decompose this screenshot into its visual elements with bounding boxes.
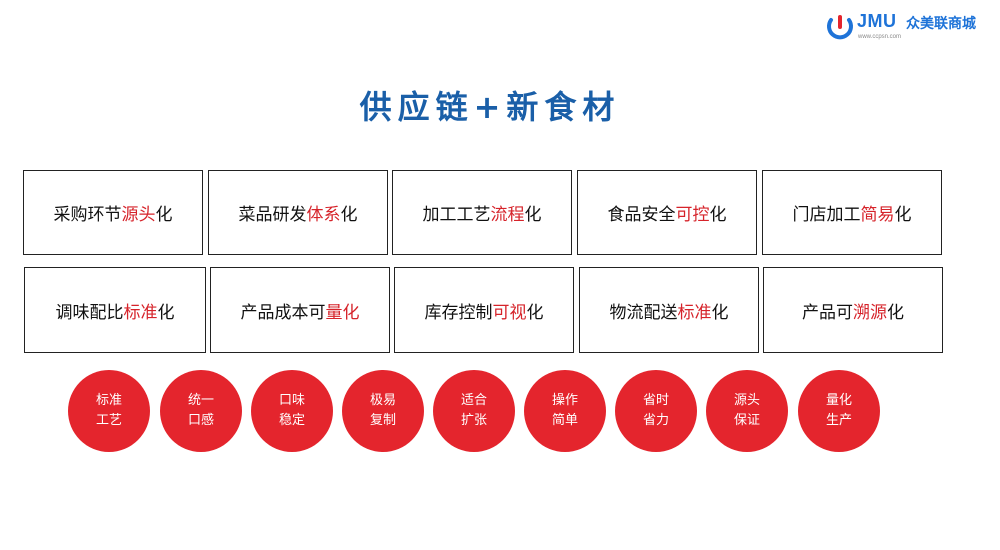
benefit-circle-8: 源头 保证 (706, 370, 788, 452)
box-text: 菜品研发 (238, 205, 307, 225)
brand-logo: JMU 众美联商城 www.ccpsn.com (826, 10, 992, 46)
feature-box-r1-c1: 采购环节源头化 (23, 170, 203, 255)
circle-line2: 口感 (187, 413, 214, 428)
box-text: 食品安全 (607, 205, 676, 225)
feature-box-r2-c5: 产品可溯源化 (763, 267, 943, 353)
box-highlight: 标准 (677, 302, 712, 323)
box-text: 门店加工 (792, 205, 861, 225)
box-highlight: 简易 (860, 205, 895, 225)
box-highlight: 标准 (123, 302, 158, 323)
circle-line2: 工艺 (95, 413, 122, 428)
circle-line1: 极易 (369, 393, 396, 408)
benefit-circle-7: 省时 省力 (615, 370, 697, 452)
box-suffix: 化 (157, 302, 175, 323)
feature-box-r1-c2: 菜品研发体系化 (208, 170, 388, 255)
circle-line1: 口味 (278, 393, 305, 408)
benefit-circle-1: 标准 工艺 (68, 370, 150, 452)
box-suffix: 化 (526, 302, 544, 323)
box-highlight: 量化 (325, 302, 360, 323)
circle-line1: 统一 (187, 393, 214, 408)
page-title: 供应链+新食材 (359, 88, 621, 126)
circle-line2: 简单 (551, 413, 578, 428)
circle-line1: 源头 (733, 393, 760, 408)
circle-line2: 省力 (642, 413, 669, 428)
feature-box-r2-c4: 物流配送标准化 (579, 267, 759, 353)
box-suffix: 化 (709, 205, 727, 225)
box-suffix: 化 (711, 302, 729, 323)
box-highlight: 溯源 (853, 302, 887, 323)
benefit-circle-4: 极易 复制 (342, 370, 424, 452)
box-text: 库存控制 (424, 302, 493, 323)
benefit-circle-6: 操作 简单 (524, 370, 606, 452)
feature-box-r2-c2: 产品成本可量化 (210, 267, 390, 353)
box-suffix: 化 (155, 205, 173, 225)
feature-box-r2-c1: 调味配比标准化 (24, 267, 206, 353)
logo-brand-text: JMU (857, 11, 897, 31)
circle-line1: 标准 (95, 393, 122, 408)
box-highlight: 可视 (492, 302, 527, 323)
box-text: 物流配送 (609, 302, 678, 323)
box-highlight: 可控 (675, 205, 710, 225)
jmu-logo-icon (827, 15, 853, 40)
circle-line2: 保证 (733, 413, 760, 428)
box-highlight: 流程 (490, 205, 525, 225)
circle-line1: 省时 (642, 393, 669, 408)
circle-line2: 扩张 (460, 413, 487, 428)
logo-url-text: www.ccpsn.com (858, 34, 902, 40)
box-suffix: 化 (524, 205, 542, 225)
box-suffix: 化 (894, 205, 912, 225)
box-highlight: 源头 (121, 205, 156, 225)
circle-line2: 生产 (825, 413, 852, 428)
circle-line2: 稳定 (278, 413, 305, 428)
feature-box-r2-c3: 库存控制可视化 (394, 267, 574, 353)
box-suffix: 化 (340, 205, 358, 225)
feature-box-r1-c4: 食品安全可控化 (577, 170, 757, 255)
box-suffix: 化 (887, 302, 904, 323)
circle-line2: 复制 (369, 413, 396, 428)
feature-box-r1-c3: 加工工艺流程化 (392, 170, 572, 255)
benefit-circle-9: 量化 生产 (798, 370, 880, 452)
feature-box-r1-c5: 门店加工简易化 (762, 170, 942, 255)
box-text: 加工工艺 (422, 205, 491, 225)
box-text: 产品可 (802, 302, 853, 323)
box-text: 调味配比 (55, 302, 124, 323)
benefit-circle-2: 统一 口感 (160, 370, 242, 452)
box-text: 产品成本可 (240, 302, 326, 323)
logo-company-name: 众美联商城 (906, 16, 976, 32)
circle-line1: 操作 (551, 393, 578, 408)
circle-line1: 量化 (825, 393, 852, 408)
box-text: 采购环节 (53, 205, 122, 225)
box-highlight: 体系 (306, 205, 341, 225)
benefit-circle-3: 口味 稳定 (251, 370, 333, 452)
circle-line1: 适合 (460, 393, 487, 408)
benefit-circle-5: 适合 扩张 (433, 370, 515, 452)
